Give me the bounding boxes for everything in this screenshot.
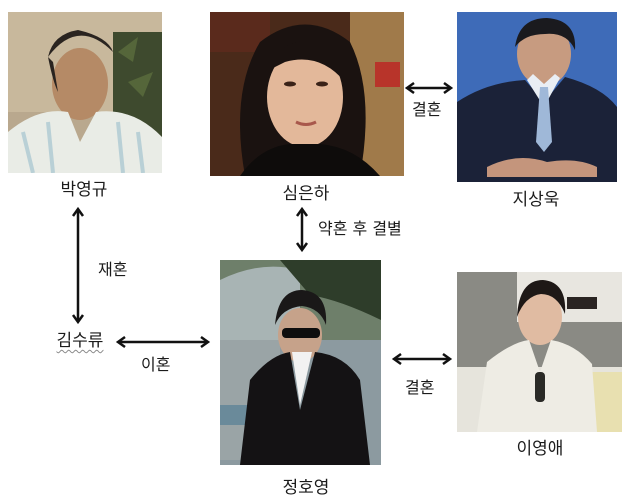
label-park-kim-remarriage: 재혼 [98,260,128,279]
arrow-shim-jung-broken-engagement [295,206,309,253]
arrow-kim-jung-divorce [115,335,211,349]
name-kim-soo-ryu: 김수류 [56,331,104,351]
double-arrow-vertical-icon [295,206,309,253]
arrow-shim-ji-marriage [404,81,454,95]
portrait-woman-black-turtleneck-image [210,12,404,176]
name-shim-eun-ha: 심은하 [282,184,330,204]
label-jung-lee-marriage: 결혼 [405,378,435,397]
photo-lee-young-ae [457,272,622,432]
double-arrow-horizontal-icon [404,81,454,95]
double-arrow-horizontal-icon [115,335,211,349]
label-shim-ji-marriage: 결혼 [412,100,442,119]
photo-shim-eun-ha [210,12,404,176]
portrait-man-navy-suit-image [457,12,617,182]
photo-jung-ho-young [220,260,381,465]
portrait-man-sunglasses-image [220,260,381,465]
name-park-young-gyu: 박영규 [60,180,108,200]
photo-ji-sang-wook [457,12,617,182]
double-arrow-horizontal-icon [391,352,453,366]
portrait-woman-white-blouse-image [457,272,622,432]
photo-park-young-gyu [8,12,162,173]
arrow-park-kim-remarriage [71,206,85,325]
name-lee-young-ae: 이영애 [516,439,564,459]
name-jung-ho-young: 정호영 [282,478,330,498]
name-ji-sang-wook: 지상욱 [512,190,560,210]
label-shim-jung-broken-engagement: 약혼 후 결별 [318,219,402,238]
portrait-man-striped-shirt-image [8,12,162,173]
arrow-jung-lee-marriage [391,352,453,366]
label-kim-jung-divorce: 이혼 [141,355,171,374]
double-arrow-vertical-icon [71,206,85,325]
